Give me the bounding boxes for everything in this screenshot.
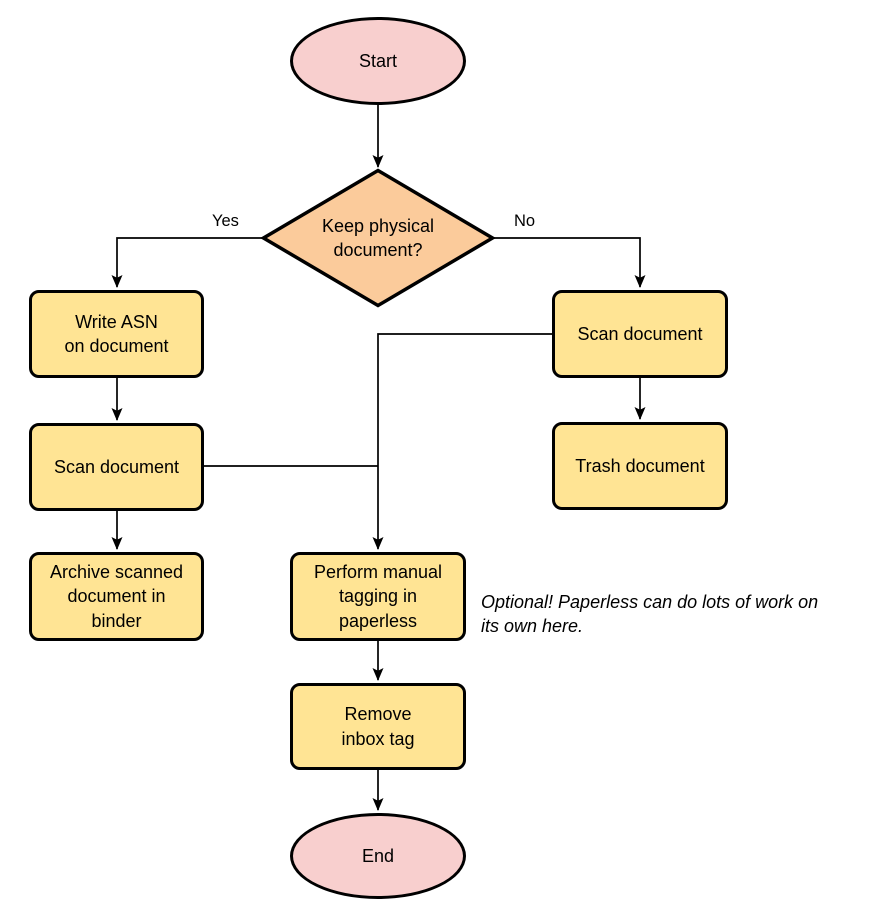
edge-scan-right-to-tagging (372, 333, 552, 550)
scan-document-right-node: Scan document (552, 290, 728, 378)
archive-node: Archive scanned document in binder (29, 552, 204, 641)
end-node: End (290, 813, 466, 899)
edge-decision-no (492, 237, 646, 288)
diamond-shape (260, 168, 496, 308)
yes-branch-label: Yes (210, 212, 241, 231)
decision-label: Keep physical document? (321, 215, 435, 260)
decision-node: Keep physical document? (260, 168, 496, 308)
manual-tagging-node: Perform manual tagging in paperless (290, 552, 466, 641)
remove-inbox-tag-node: Remove inbox tag (290, 683, 466, 770)
no-branch-label: No (512, 212, 538, 231)
edge-decision-yes (111, 237, 264, 288)
optional-annotation: Optional! Paperless can do lots of work … (481, 592, 819, 636)
scan-document-left-node: Scan document (29, 423, 204, 511)
write-asn-node: Write ASN on document (29, 290, 204, 378)
start-node: Start (290, 17, 466, 105)
trash-document-node: Trash document (552, 422, 728, 510)
